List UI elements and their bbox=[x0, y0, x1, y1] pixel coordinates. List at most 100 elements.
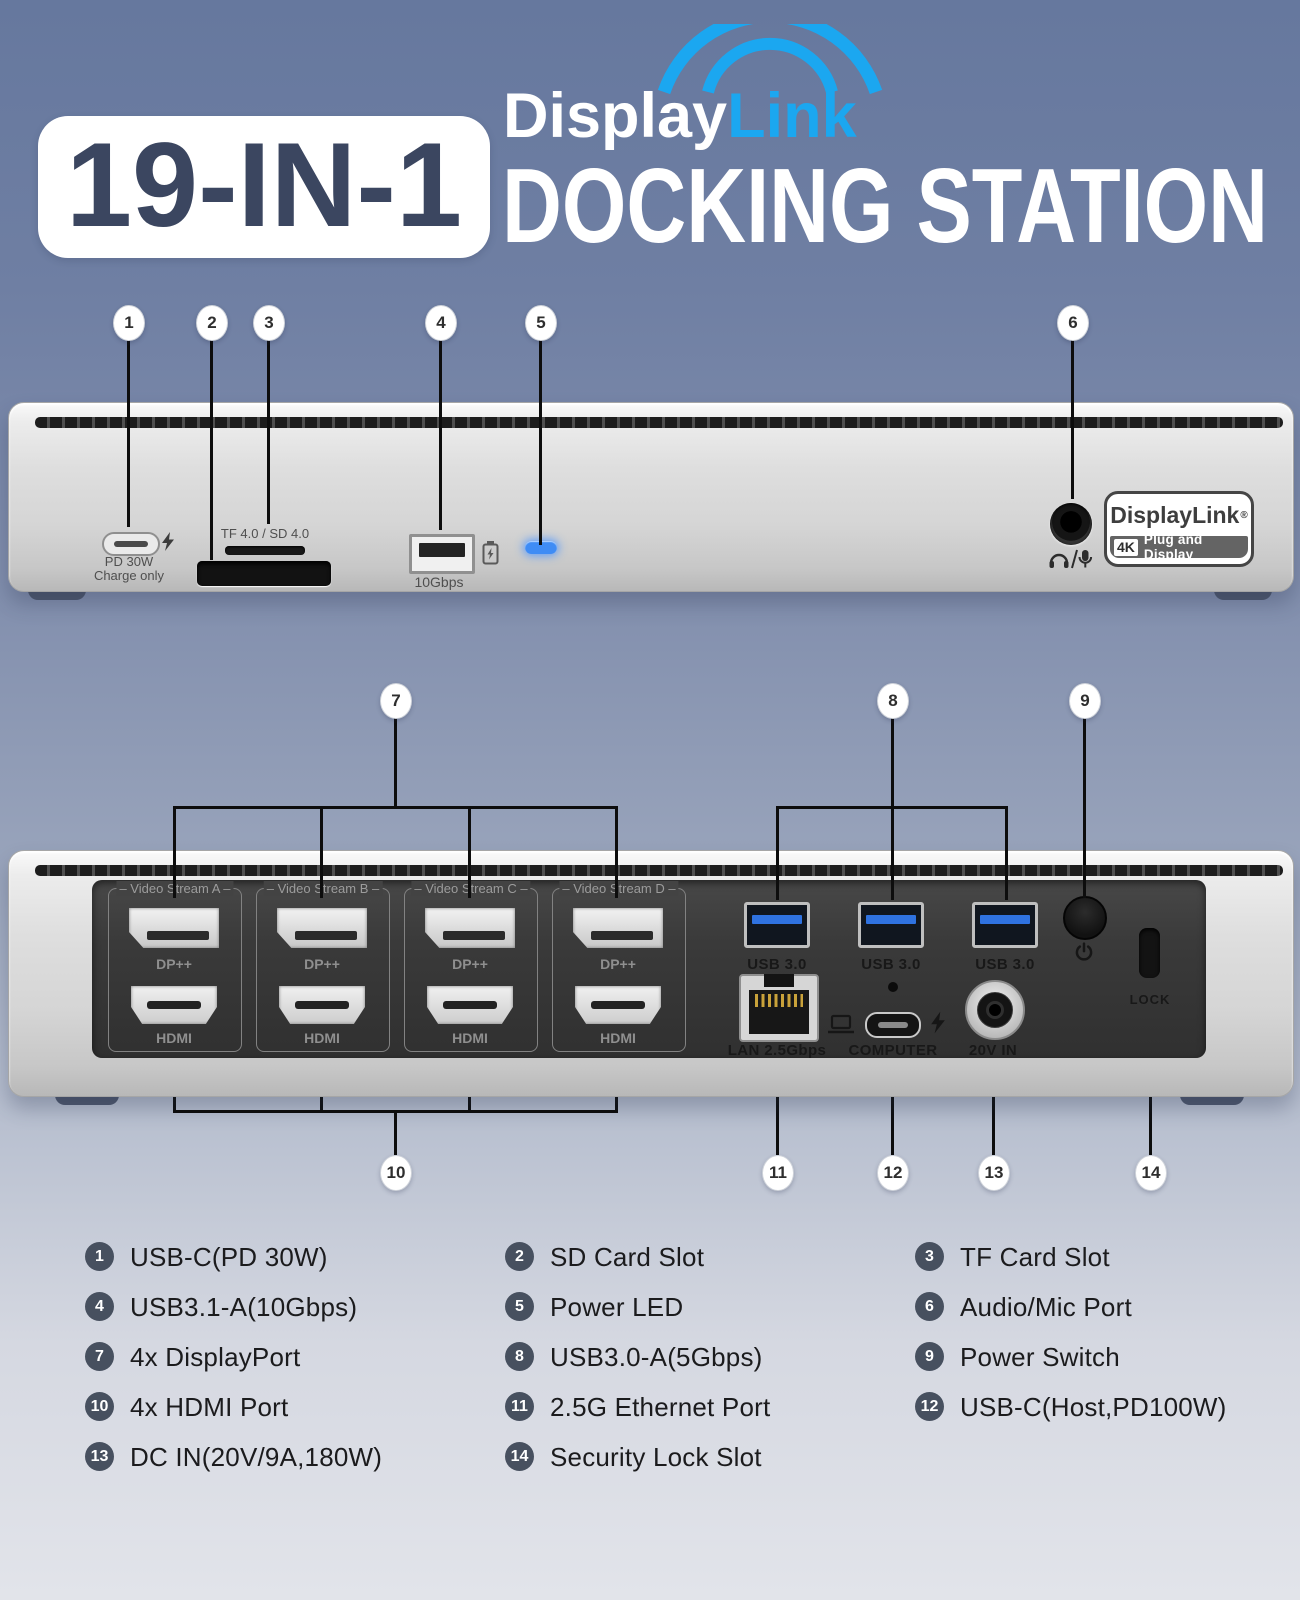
callout-6: 6 bbox=[1057, 305, 1089, 341]
callout-14: 14 bbox=[1135, 1155, 1167, 1191]
card-slot-label: TF 4.0 / SD 4.0 bbox=[220, 526, 310, 541]
dl-badge-reg: ® bbox=[1240, 509, 1248, 521]
legend-item-6: Audio/Mic Port bbox=[960, 1292, 1132, 1322]
displayport-b bbox=[277, 908, 367, 948]
legend-badge-13: 13 bbox=[85, 1442, 114, 1471]
usb3-label-3: USB 3.0 bbox=[975, 956, 1035, 973]
count-badge-text: 19-IN-1 bbox=[66, 118, 462, 252]
hdmi-label-c: HDMI bbox=[452, 1030, 488, 1046]
legend-badge-12: 12 bbox=[915, 1392, 944, 1421]
power-button bbox=[1063, 896, 1107, 940]
video-stream-group-c: – Video Stream C – bbox=[404, 881, 538, 1052]
lock-label: LOCK bbox=[1129, 992, 1171, 1007]
reset-hole bbox=[888, 982, 898, 992]
charge-bolt-icon bbox=[162, 532, 174, 551]
callout-8: 8 bbox=[877, 683, 909, 719]
dl-badge-tagline: Plug and Display bbox=[1143, 532, 1203, 562]
callout-line-6 bbox=[1071, 339, 1074, 499]
legend-badge-6: 6 bbox=[915, 1292, 944, 1321]
sd-card-slot bbox=[197, 561, 331, 586]
legend-badge-8: 8 bbox=[505, 1342, 534, 1371]
video-stream-d-label: – Video Stream D – bbox=[559, 881, 679, 896]
usb3-port-2 bbox=[858, 902, 924, 948]
page-title: DOCKING STATION bbox=[502, 147, 1268, 256]
dc-in-label: 20V IN bbox=[968, 1042, 1018, 1059]
callout-1: 1 bbox=[113, 305, 145, 341]
legend-item-2: SD Card Slot bbox=[550, 1242, 705, 1272]
legend-item-5: Power LED bbox=[550, 1292, 684, 1322]
usb3-label-1: USB 3.0 bbox=[747, 956, 807, 973]
audio-mic-jack bbox=[1050, 503, 1092, 545]
callout-line-8 bbox=[891, 717, 894, 808]
dp-label-d: DP++ bbox=[600, 956, 636, 972]
callout-4: 4 bbox=[425, 305, 457, 341]
legend-item-1: USB-C(PD 30W) bbox=[130, 1242, 328, 1272]
callout-line-13 bbox=[992, 1056, 995, 1155]
callout-11: 11 bbox=[762, 1155, 794, 1191]
host-bolt-icon bbox=[931, 1011, 945, 1034]
legend-badge-5: 5 bbox=[505, 1292, 534, 1321]
video-stream-group-b: – Video Stream B – bbox=[256, 881, 390, 1052]
hdmi-label-b: HDMI bbox=[304, 1030, 340, 1046]
usb-a-10gbps-port bbox=[409, 534, 475, 574]
power-icon bbox=[1075, 942, 1093, 961]
legend-item-9: Power Switch bbox=[960, 1342, 1120, 1372]
legend-item-10: 4x HDMI Port bbox=[130, 1392, 289, 1422]
hdmi-d bbox=[575, 986, 661, 1024]
usb3-port-3 bbox=[972, 902, 1038, 948]
hdmi-a bbox=[131, 986, 217, 1024]
legend-badge-11: 11 bbox=[505, 1392, 534, 1421]
callout-line-1 bbox=[127, 339, 130, 527]
dl-badge-4k: 4K bbox=[1114, 538, 1138, 556]
dp-label-a: DP++ bbox=[156, 956, 192, 972]
displaylink-cert-badge: DisplayLink® 4K Plug and Display bbox=[1104, 491, 1254, 567]
callout-line-9 bbox=[1083, 717, 1086, 898]
callout-line-2 bbox=[210, 339, 213, 560]
legend-item-11: 2.5G Ethernet Port bbox=[550, 1392, 771, 1422]
usb-c-host-port bbox=[865, 1012, 921, 1038]
headphone-mic-icon bbox=[1049, 549, 1093, 569]
front-vent-grille bbox=[35, 417, 1283, 428]
legend-item-13: DC IN(20V/9A,180W) bbox=[130, 1442, 383, 1472]
displayport-c bbox=[425, 908, 515, 948]
usb-c-pd-label-1: PD 30W bbox=[104, 554, 154, 569]
callout-13: 13 bbox=[978, 1155, 1010, 1191]
legend-item-14: Security Lock Slot bbox=[550, 1442, 762, 1472]
power-led bbox=[525, 541, 557, 554]
legend-badge-10: 10 bbox=[85, 1392, 114, 1421]
back-port-panel: – Video Stream A – – Video Stream B – – … bbox=[92, 880, 1206, 1059]
legend-badge-2: 2 bbox=[505, 1242, 534, 1271]
back-vent-grille bbox=[35, 865, 1283, 876]
hdmi-label-a: HDMI bbox=[156, 1030, 192, 1046]
hdmi-label-d: HDMI bbox=[600, 1030, 636, 1046]
displaylink-arc-icon bbox=[657, 24, 883, 94]
ethernet-port bbox=[739, 974, 819, 1042]
computer-label: COMPUTER bbox=[848, 1042, 938, 1059]
legend-badge-4: 4 bbox=[85, 1292, 114, 1321]
usb3-label-2: USB 3.0 bbox=[861, 956, 921, 973]
callout-line-12 bbox=[891, 1056, 894, 1155]
legend-badge-7: 7 bbox=[85, 1342, 114, 1371]
callout-line-11 bbox=[776, 1056, 779, 1155]
legend-badge-1: 1 bbox=[85, 1242, 114, 1271]
legend-badge-9: 9 bbox=[915, 1342, 944, 1371]
legend-item-12: USB-C(Host,PD100W) bbox=[960, 1392, 1227, 1422]
hdmi-c bbox=[427, 986, 513, 1024]
lan-label: LAN 2.5Gbps bbox=[727, 1042, 827, 1059]
callout-line-3 bbox=[267, 339, 270, 524]
callout-2: 2 bbox=[196, 305, 228, 341]
video-stream-group-d: – Video Stream D – bbox=[552, 881, 686, 1052]
brand-link: Link bbox=[727, 81, 857, 151]
battery-charge-icon bbox=[482, 541, 499, 565]
dl-badge-brand: DisplayLink bbox=[1110, 501, 1240, 528]
usb-c-pd-port bbox=[102, 532, 160, 556]
callout-12: 12 bbox=[877, 1155, 909, 1191]
hdmi-b bbox=[279, 986, 365, 1024]
tf-card-slot bbox=[225, 546, 305, 555]
displayport-a bbox=[129, 908, 219, 948]
dock-front-view: PD 30W Charge only TF 4.0 / SD 4.0 10Gbp… bbox=[8, 402, 1294, 592]
legend-item-4: USB3.1-A(10Gbps) bbox=[130, 1292, 358, 1322]
callout-3: 3 bbox=[253, 305, 285, 341]
usb3-port-1 bbox=[744, 902, 810, 948]
